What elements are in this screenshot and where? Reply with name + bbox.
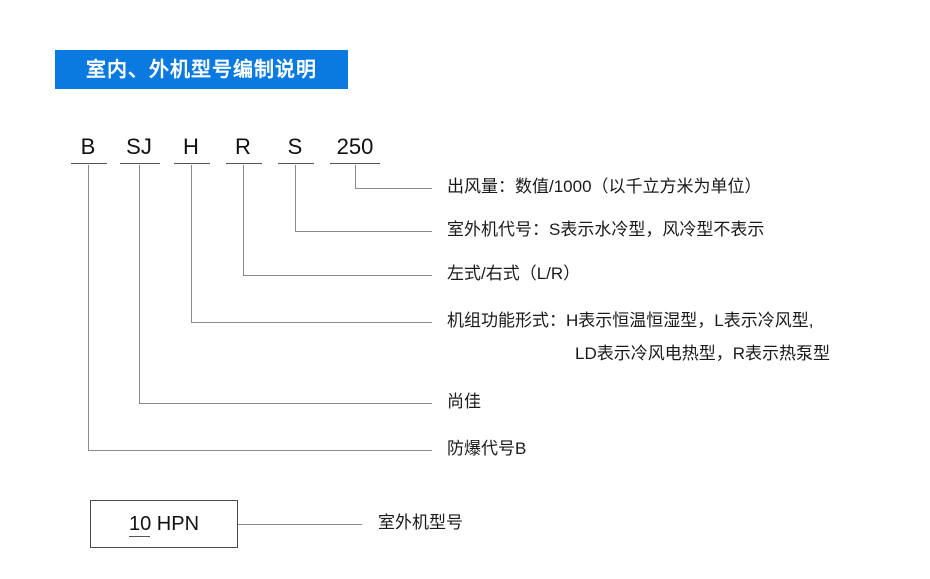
leader-vline-h	[191, 165, 192, 323]
code-token-s: S	[287, 134, 303, 159]
code-token-h: H	[183, 134, 199, 159]
code-underline-250	[330, 163, 380, 164]
callout-text-brand: 尚佳	[447, 392, 481, 411]
callout-text-explosion-proof-code: 防爆代号B	[447, 439, 527, 458]
leader-hline-sj	[139, 403, 432, 404]
leader-vline-sj	[139, 165, 140, 404]
code-token-r: R	[235, 134, 251, 159]
leader-hline-250	[355, 188, 432, 189]
leader-hline-h	[191, 322, 432, 323]
code-token-250: 250	[336, 134, 374, 159]
code-token-sj: SJ	[126, 134, 152, 159]
leader-vline-b	[88, 165, 89, 451]
code-underline-sj	[120, 163, 160, 164]
leader-hline-outdoor-model	[238, 524, 362, 525]
callout-text-function-form: 机组功能形式：H表示恒温恒湿型，L表示冷风型,	[447, 311, 814, 330]
code-underline-r	[226, 163, 262, 164]
callout-text-outdoor-unit-code: 室外机代号：S表示水冷型，风冷型不表示	[447, 220, 765, 239]
code-underline-h	[174, 163, 210, 164]
code-token-b: B	[80, 134, 96, 159]
outdoor-model-label: 室外机型号	[378, 513, 463, 532]
header-banner: 室内、外机型号编制说明	[55, 50, 348, 89]
outdoor-model-value: 10 HPN	[128, 513, 200, 537]
callout-text-function-form-continuation: LD表示冷风电热型，R表示热泵型	[575, 344, 831, 363]
leader-hline-r	[243, 275, 432, 276]
outdoor-model-box: 10 HPN	[90, 500, 238, 548]
code-underline-s	[278, 163, 314, 164]
leader-vline-250	[355, 165, 356, 189]
leader-vline-r	[243, 165, 244, 276]
callout-text-airflow: 出风量：数值/1000（以千立方米为单位）	[447, 177, 762, 196]
code-underline-b	[71, 163, 107, 164]
callout-text-left-right-type: 左式/右式（L/R）	[447, 264, 581, 283]
leader-vline-s	[295, 165, 296, 232]
leader-hline-b	[88, 450, 432, 451]
page-title: 室内、外机型号编制说明	[86, 58, 317, 81]
leader-hline-s	[295, 231, 432, 232]
